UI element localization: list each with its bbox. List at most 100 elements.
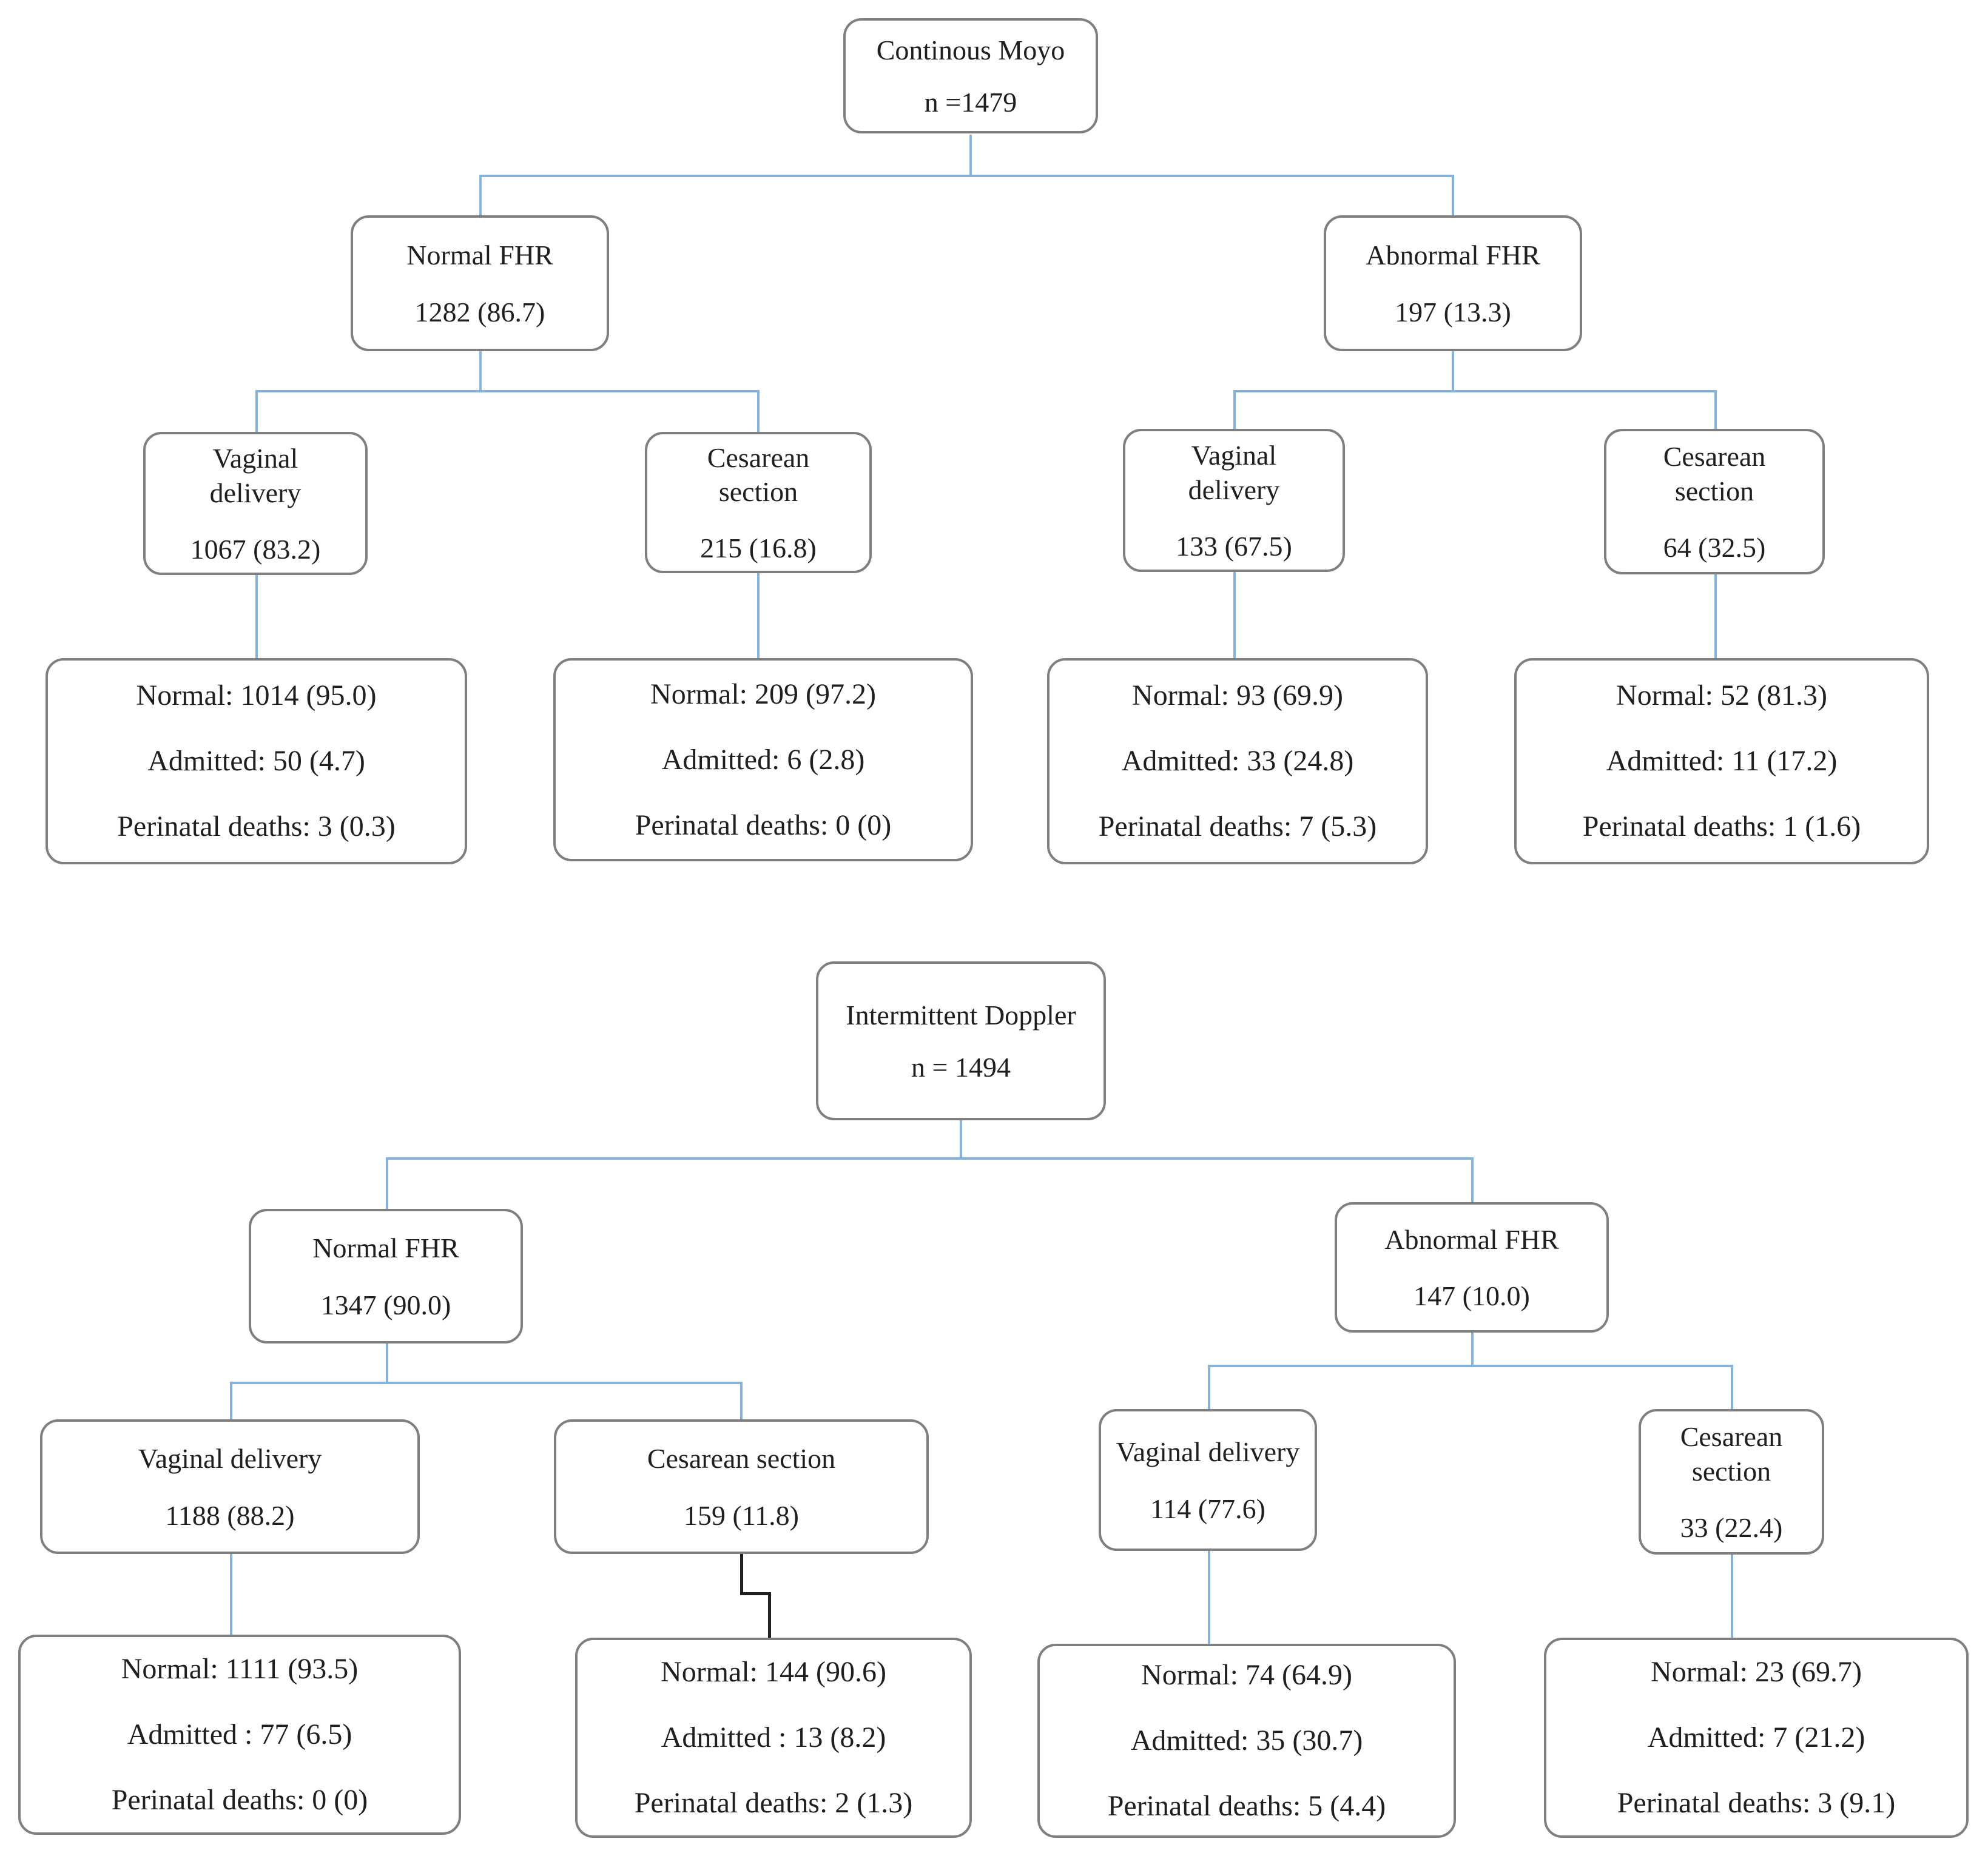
node-moyo-root: Continous Moyo n =1479	[843, 18, 1098, 133]
outcome-line: Admitted: 11 (17.2)	[1606, 745, 1838, 777]
connector-vertical	[740, 1382, 743, 1419]
node-title-line: Cesarean section	[647, 1443, 836, 1475]
node-title-line: Cesarean	[1663, 441, 1766, 472]
node-title-line: Cesarean	[1680, 1421, 1783, 1453]
node-doppler-abnormal-fhr: Abnormal FHR 147 (10.0)	[1335, 1202, 1609, 1333]
node-title: Continous Moyo	[877, 33, 1065, 67]
connector-vertical	[1471, 1333, 1474, 1365]
connector-vertical	[479, 175, 482, 215]
node-value: 1188 (88.2)	[165, 1499, 295, 1531]
connector-vertical	[1731, 1365, 1733, 1409]
connector-vertical	[1471, 1157, 1474, 1202]
outcome-line: Perinatal deaths: 7 (5.3)	[1098, 810, 1377, 842]
outcome-line: Admitted: 7 (21.2)	[1647, 1721, 1865, 1754]
outcome-line: Normal: 209 (97.2)	[650, 678, 876, 710]
connector-vertical	[230, 1382, 232, 1419]
node-value: 159 (11.8)	[684, 1499, 799, 1531]
connector-vertical-black	[740, 1554, 743, 1595]
outcome-doppler-normal-cesarean: Normal: 144 (90.6) Admitted : 13 (8.2) P…	[575, 1638, 972, 1838]
node-title-line: Vaginal delivery	[138, 1443, 322, 1475]
connector-vertical	[1731, 1555, 1733, 1638]
connector-vertical	[1452, 351, 1454, 390]
connector-horizontal	[255, 390, 760, 392]
node-doppler-normal-cesarean: Cesarean section 159 (11.8)	[554, 1419, 929, 1554]
outcome-line: Normal: 74 (64.9)	[1141, 1659, 1352, 1691]
node-value: 215 (16.8)	[700, 533, 817, 564]
node-n: n = 1494	[911, 1051, 1011, 1083]
connector-vertical	[386, 1344, 388, 1382]
outcome-line: Admitted: 35 (30.7)	[1130, 1724, 1363, 1757]
outcome-moyo-abnormal-vaginal: Normal: 93 (69.9) Admitted: 33 (24.8) Pe…	[1047, 658, 1428, 864]
node-value: 1347 (90.0)	[320, 1289, 451, 1320]
node-title-line: section	[1674, 475, 1754, 506]
node-title: Vaginal delivery	[138, 1442, 322, 1476]
node-value: 33 (22.4)	[1680, 1512, 1783, 1543]
connector-vertical-black	[768, 1592, 771, 1639]
outcome-line: Perinatal deaths: 3 (9.1)	[1617, 1787, 1896, 1819]
connector-vertical	[479, 351, 482, 390]
outcome-line: Normal: 1111 (93.5)	[121, 1653, 359, 1685]
node-title-line: Continous Moyo	[876, 35, 1065, 66]
node-value: 114 (77.6)	[1150, 1493, 1265, 1524]
node-value: 147 (10.0)	[1414, 1280, 1530, 1312]
node-title-line: Intermittent Doppler	[846, 1000, 1076, 1031]
outcome-line: Perinatal deaths: 0 (0)	[635, 809, 892, 841]
connector-horizontal	[230, 1382, 743, 1384]
outcome-moyo-normal-cesarean: Normal: 209 (97.2) Admitted: 6 (2.8) Per…	[553, 658, 973, 861]
node-title-line: Vaginal	[212, 443, 298, 474]
connector-vertical	[1208, 1551, 1210, 1644]
connector-vertical	[255, 390, 258, 432]
node-title-line: Abnormal FHR	[1384, 1223, 1559, 1255]
connector-vertical	[386, 1157, 388, 1209]
node-title-line: Vaginal delivery	[1116, 1436, 1300, 1468]
connector-vertical	[1208, 1365, 1210, 1409]
node-title-line: Cesarean	[707, 442, 810, 473]
node-moyo-abnormal-fhr: Abnormal FHR 197 (13.3)	[1324, 215, 1582, 351]
connector-vertical	[757, 573, 760, 658]
outcome-doppler-abnormal-cesarean: Normal: 23 (69.7) Admitted: 7 (21.2) Per…	[1544, 1638, 1969, 1838]
outcome-line: Normal: 1014 (95.0)	[136, 679, 377, 711]
outcome-doppler-abnormal-vaginal: Normal: 74 (64.9) Admitted: 35 (30.7) Pe…	[1037, 1644, 1456, 1838]
node-title: Cesarean section	[1663, 440, 1766, 508]
outcome-line: Admitted : 77 (6.5)	[127, 1718, 352, 1750]
node-moyo-abnormal-cesarean: Cesarean section 64 (32.5)	[1604, 429, 1825, 574]
outcome-line: Perinatal deaths: 0 (0)	[111, 1784, 368, 1816]
node-doppler-normal-vaginal: Vaginal delivery 1188 (88.2)	[40, 1419, 420, 1554]
node-value: 1282 (86.7)	[414, 296, 545, 328]
outcome-line: Admitted : 13 (8.2)	[661, 1721, 886, 1754]
node-moyo-abnormal-vaginal: Vaginal delivery 133 (67.5)	[1123, 429, 1345, 572]
node-doppler-abnormal-cesarean: Cesarean section 33 (22.4)	[1639, 1409, 1824, 1555]
connector-horizontal-black	[740, 1592, 771, 1595]
node-title-line: delivery	[1188, 474, 1280, 505]
node-title-line: Normal FHR	[312, 1233, 459, 1264]
node-moyo-normal-vaginal: Vaginal delivery 1067 (83.2)	[143, 432, 368, 575]
outcome-line: Normal: 93 (69.9)	[1132, 679, 1343, 711]
connector-horizontal	[1208, 1365, 1733, 1367]
outcome-line: Normal: 23 (69.7)	[1651, 1656, 1862, 1688]
node-value: 197 (13.3)	[1395, 296, 1511, 328]
connector-horizontal	[479, 175, 1454, 177]
outcome-line: Perinatal deaths: 2 (1.3)	[634, 1787, 913, 1819]
outcome-line: Admitted: 6 (2.8)	[661, 743, 865, 776]
node-title: Normal FHR	[406, 238, 553, 272]
node-title: Normal FHR	[312, 1231, 459, 1265]
node-value: 1067 (83.2)	[190, 533, 321, 565]
outcome-line: Admitted: 33 (24.8)	[1121, 745, 1354, 777]
outcome-line: Admitted: 50 (4.7)	[147, 745, 365, 777]
outcome-line: Perinatal deaths: 1 (1.6)	[1582, 810, 1861, 842]
node-title: Abnormal FHR	[1384, 1223, 1559, 1257]
connector-vertical	[969, 135, 972, 175]
node-title: Abnormal FHR	[1366, 238, 1540, 272]
node-title-line: section	[718, 476, 798, 507]
node-title-line: delivery	[209, 477, 302, 508]
node-title: Vaginal delivery	[1188, 439, 1280, 506]
connector-vertical	[230, 1554, 232, 1635]
node-title-line: Abnormal FHR	[1366, 240, 1540, 271]
node-title: Vaginal delivery	[1116, 1435, 1300, 1469]
node-value: 64 (32.5)	[1663, 531, 1766, 563]
node-doppler-normal-fhr: Normal FHR 1347 (90.0)	[249, 1209, 523, 1344]
connector-horizontal	[386, 1157, 1472, 1160]
node-title: Cesarean section	[707, 441, 810, 509]
outcome-line: Normal: 144 (90.6)	[661, 1656, 886, 1688]
node-doppler-root: Intermittent Doppler n = 1494	[816, 961, 1106, 1120]
